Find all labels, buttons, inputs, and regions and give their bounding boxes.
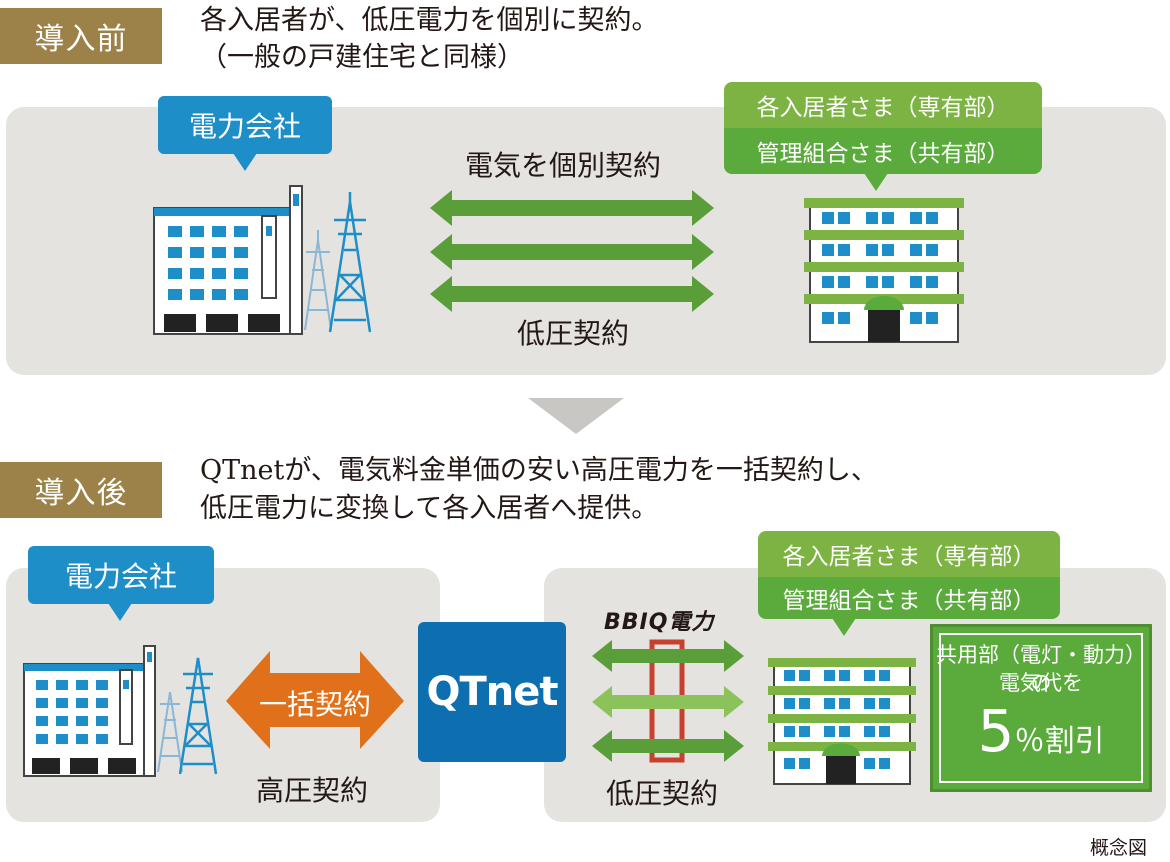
before-apartment-icon — [804, 198, 964, 343]
before-contract-arrows — [430, 190, 714, 312]
before-union-box: 管理組合さま（共有部） — [724, 128, 1042, 191]
discount-unit: ％割引 — [1014, 724, 1105, 759]
after-resident-box: 各入居者さま（専有部） — [758, 531, 1060, 577]
before-company-bubble: 電力会社 — [158, 96, 332, 171]
after-low-voltage-label: 低圧契約 — [606, 777, 719, 810]
discount-amount: 5％割引 — [933, 697, 1149, 765]
discount-badge: 共用部（電灯・動力）の 電気代を 5％割引 — [930, 624, 1152, 792]
before-resident-label: 各入居者さま（専有部） — [756, 95, 1010, 121]
before-bottom-arrow-label: 低圧契約 — [517, 317, 630, 350]
after-apartment-icon — [768, 658, 916, 785]
after-union-box: 管理組合さま（共有部） — [758, 577, 1060, 636]
high-voltage-contract-label: 高圧契約 — [256, 774, 369, 807]
transition-arrow-icon — [528, 398, 624, 434]
before-top-arrow-label: 電気を個別契約 — [465, 149, 662, 182]
before-power-plant-icon — [153, 185, 372, 335]
after-description-line1: QTnetが、電気料金単価の安い高圧電力を一括契約し、 — [200, 455, 878, 486]
bulk-contract-arrow — [226, 651, 404, 749]
before-tag: 導入前 — [0, 8, 162, 64]
qtnet-logo-text: QTnet — [426, 669, 558, 715]
before-description-line2: （一般の戸建住宅と同様） — [200, 42, 524, 73]
discount-number: 5 — [977, 697, 1015, 765]
bubble-tail — [832, 618, 856, 636]
bubble-tail — [864, 173, 888, 191]
before-company-label: 電力会社 — [188, 110, 301, 143]
discount-badge-border — [939, 633, 1143, 783]
before-union-label: 管理組合さま（共有部） — [756, 141, 1010, 167]
bbiq-logo: BBIQ電力 — [604, 610, 715, 635]
bubble-tail — [233, 153, 257, 171]
bubble-tail — [108, 603, 132, 621]
after-company-bubble: 電力会社 — [28, 546, 214, 621]
before-description-line1: 各入居者が、低圧電力を個別に契約。 — [200, 5, 659, 36]
discount-line2: 電気代を — [999, 671, 1083, 695]
bulk-contract-label: 一括契約 — [258, 688, 371, 721]
qtnet-logo: QTnet — [418, 622, 566, 762]
after-tag: 導入後 — [0, 462, 162, 518]
low-voltage-arrows-with-meter — [592, 639, 744, 763]
before-resident-box: 各入居者さま（専有部） — [724, 82, 1042, 128]
diagram-caption: 概念図 — [1090, 837, 1148, 859]
after-power-plant-icon — [23, 645, 218, 777]
after-union-label: 管理組合さま（共有部） — [782, 588, 1036, 614]
after-company-label: 電力会社 — [64, 560, 177, 593]
after-description-line2: 低圧電力に変換して各入居者へ提供。 — [200, 493, 659, 524]
after-resident-label: 各入居者さま（専有部） — [782, 544, 1036, 570]
discount-line1: 共用部（電灯・動力）の — [936, 643, 1146, 695]
